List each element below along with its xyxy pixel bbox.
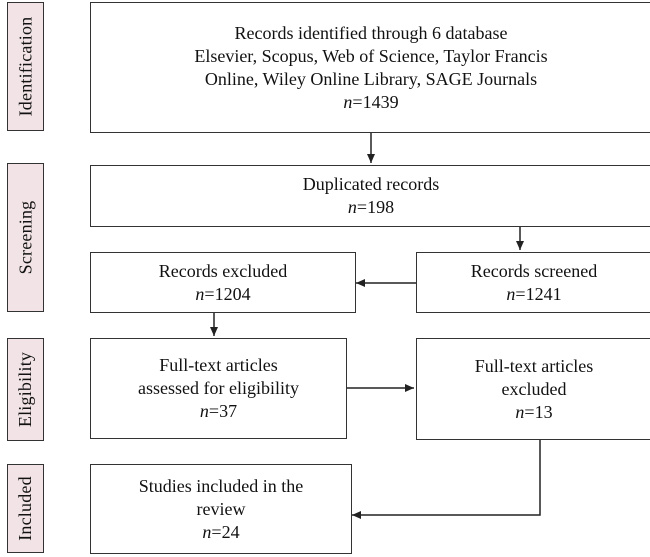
screened-count: n=1241 <box>506 283 562 304</box>
assessed-count: n=37 <box>199 401 238 421</box>
records-screened-box: Records screened n=1241 <box>416 252 650 313</box>
fulltext-excluded-line-2: excluded <box>501 378 567 399</box>
records-excluded-box: Records excluded n=1204 <box>90 252 356 313</box>
fulltext-assessed-box: Full-text articles assessed for eligibil… <box>90 338 347 439</box>
phase-identification: Identification <box>7 2 44 131</box>
duplicated-records-box: Duplicated records n=198 <box>90 165 650 227</box>
excluded-count: n=1204 <box>195 283 251 304</box>
identified-line-2: Elsevier, Scopus, Web of Science, Taylor… <box>194 45 548 66</box>
studies-included-box: Studies included in the review n=24 <box>90 464 352 554</box>
arrow-fulltext-excluded-to-included <box>352 440 541 519</box>
included-line-2: review <box>196 498 246 519</box>
assessed-line-2: assessed for eligibility <box>138 378 299 398</box>
duplicates-count: n=198 <box>347 197 395 217</box>
included-count: n=24 <box>202 521 240 542</box>
identified-count: n=1439 <box>343 91 399 112</box>
duplicates-line-1: Duplicated records <box>302 174 440 194</box>
phase-eligibility: Eligibility <box>7 338 44 441</box>
fulltext-excluded-line-1: Full-text articles <box>474 355 594 376</box>
included-line-1: Studies included in the <box>138 475 304 496</box>
fulltext-excluded-box: Full-text articles excluded n=13 <box>416 338 650 440</box>
identified-line-3: Online, Wiley Online Library, SAGE Journ… <box>204 68 538 89</box>
screened-line-1: Records screened <box>470 260 598 281</box>
assessed-line-1: Full-text articles <box>159 355 278 375</box>
identified-records-box: Records identified through 6 database El… <box>90 2 650 133</box>
phase-included: Included <box>7 464 44 553</box>
phase-screening: Screening <box>7 163 44 312</box>
fulltext-excluded-count: n=13 <box>515 401 553 422</box>
excluded-line-1: Records excluded <box>158 260 288 281</box>
identified-line-1: Records identified through 6 database <box>234 22 508 43</box>
